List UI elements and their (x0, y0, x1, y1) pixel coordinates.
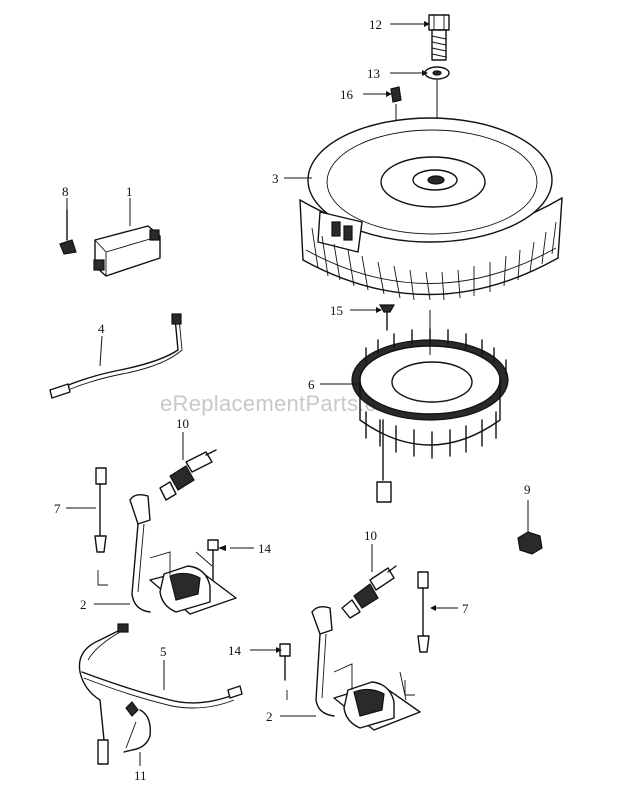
callout-3: 3 (272, 171, 279, 186)
washer-part-13 (424, 66, 450, 80)
callout-7-right: 7 (462, 601, 469, 616)
screw-part-15 (378, 304, 396, 331)
bolt-part-7-right (404, 571, 430, 696)
spark-plug-part-10-right (341, 565, 397, 619)
regulator-part-1 (93, 225, 161, 277)
callout-11: 11 (134, 768, 147, 783)
callout-5: 5 (160, 644, 167, 659)
callout-15: 15 (330, 303, 343, 318)
bolt-part-7-left (94, 467, 108, 586)
spark-plug-part-10-left (159, 449, 217, 501)
callout-16: 16 (340, 87, 354, 102)
callout-6: 6 (308, 377, 315, 392)
ignition-coil-part-2-left (129, 493, 237, 615)
screw-part-8 (59, 209, 77, 255)
clip-part-11 (123, 701, 151, 753)
callout-9: 9 (524, 482, 531, 497)
ignition-coil-part-2-right (311, 605, 421, 731)
callout-10-left: 10 (176, 416, 189, 431)
screw-part-14-left (207, 539, 219, 581)
callout-4: 4 (98, 321, 105, 336)
stator-part-6 (351, 310, 509, 503)
callout-2-right: 2 (266, 709, 273, 724)
callout-1: 1 (126, 184, 133, 199)
nut-part-9 (517, 500, 543, 555)
wire-part-4 (49, 313, 183, 399)
callout-13: 13 (367, 66, 380, 81)
wire-harness-part-5 (78, 623, 243, 765)
bolt-part-12 (428, 14, 450, 61)
callout-7-left: 7 (54, 501, 61, 516)
callout-2-left: 2 (80, 597, 87, 612)
callout-12: 12 (369, 17, 382, 32)
flywheel-part-3 (299, 117, 563, 301)
screw-part-14-right (279, 643, 291, 700)
callout-10-right: 10 (364, 528, 377, 543)
callout-8: 8 (62, 184, 69, 199)
callout-14-right: 14 (228, 643, 242, 658)
key-part-16 (390, 86, 402, 103)
callout-14-left: 14 (258, 541, 272, 556)
